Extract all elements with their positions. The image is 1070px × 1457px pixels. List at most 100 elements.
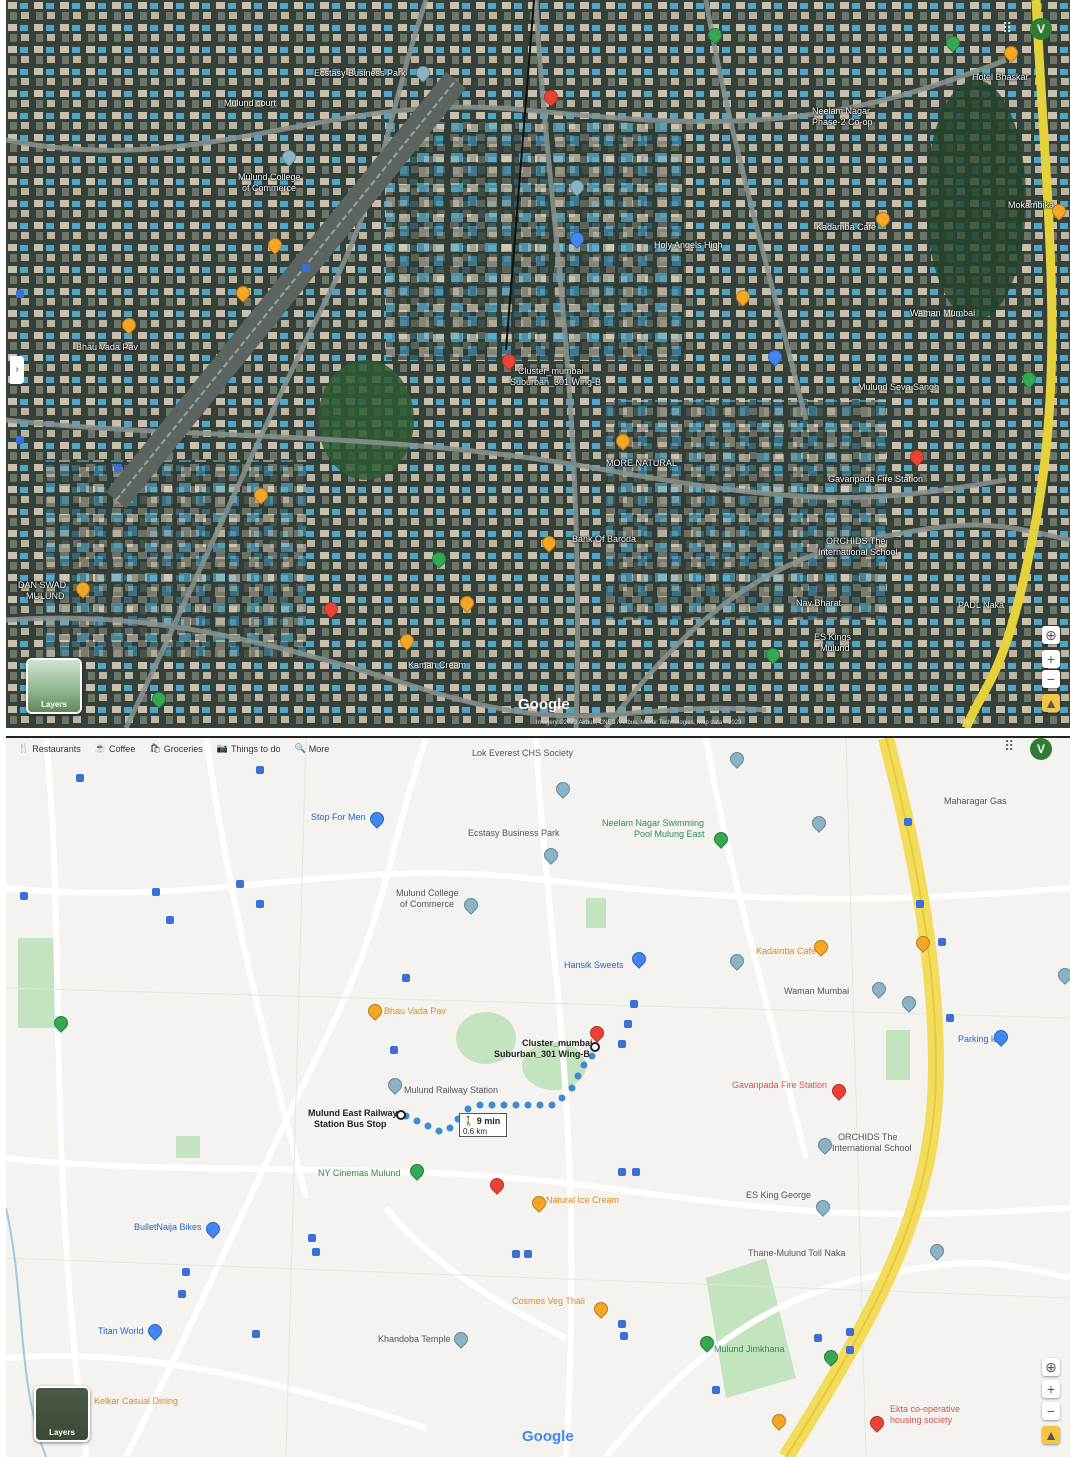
- bus-stop-icon[interactable]: [916, 900, 924, 908]
- bus-stop-origin-marker[interactable]: [396, 1110, 406, 1120]
- apps-grid-icon[interactable]: ⠿: [1004, 738, 1014, 754]
- satellite-place-label[interactable]: Suburban_301 Wing-B: [510, 377, 602, 387]
- account-avatar[interactable]: V: [1030, 18, 1052, 40]
- satellite-place-label[interactable]: Mulund Seva Sangh: [858, 382, 940, 392]
- bus-stop-icon[interactable]: [302, 264, 310, 272]
- satellite-place-label[interactable]: Waman Mumbai: [910, 308, 976, 318]
- road-place-label[interactable]: Parking lot: [958, 1034, 1001, 1044]
- satellite-place-label[interactable]: Ecstasy Business Park: [314, 68, 406, 78]
- satellite-place-label[interactable]: Neelam Nagar: [812, 106, 871, 116]
- road-place-label[interactable]: International School: [832, 1143, 912, 1153]
- satellite-place-label[interactable]: Bank Of Baroda: [572, 534, 637, 544]
- road-place-label[interactable]: Mulund Jimkhana: [714, 1344, 785, 1354]
- bus-stop-icon[interactable]: [814, 1334, 822, 1342]
- road-place-label[interactable]: Mulund Railway Station: [404, 1085, 499, 1095]
- bus-stop-icon[interactable]: [712, 1386, 720, 1394]
- road-place-label[interactable]: housing society: [890, 1415, 953, 1425]
- road-place-label[interactable]: Hansik Sweets: [564, 960, 624, 970]
- satellite-place-label[interactable]: Mokambika: [1008, 200, 1055, 210]
- category-chip-coffee[interactable]: ☕Coffee: [95, 743, 136, 754]
- road-place-label[interactable]: of Commerce: [400, 899, 455, 909]
- bus-stop-icon[interactable]: [904, 818, 912, 826]
- zoom-in-button[interactable]: +: [1042, 650, 1060, 668]
- bus-stop-icon[interactable]: [938, 938, 946, 946]
- road-place-label[interactable]: Bhau Vada Pav: [384, 1006, 446, 1016]
- road-place-label[interactable]: Kelkar Casual Dining: [94, 1396, 179, 1406]
- road-place-label[interactable]: Ecstasy Business Park: [468, 828, 560, 838]
- bus-stop-icon[interactable]: [114, 464, 122, 472]
- satellite-place-label[interactable]: MULUND: [26, 591, 65, 601]
- bus-stop-icon[interactable]: [630, 1000, 638, 1008]
- bus-stop-icon[interactable]: [166, 916, 174, 924]
- road-place-label[interactable]: Maharagar Gas: [944, 796, 1007, 806]
- bus-stop-icon[interactable]: [152, 888, 160, 896]
- road-place-label[interactable]: Cosmos Veg Thali: [512, 1296, 585, 1306]
- category-chip-more[interactable]: 🔍More: [295, 743, 330, 754]
- road-place-label[interactable]: Waman Mumbai: [784, 986, 850, 996]
- bus-stop-icon[interactable]: [256, 900, 264, 908]
- bus-stop-icon[interactable]: [846, 1328, 854, 1336]
- walking-time-badge[interactable]: 🚶 9 min 0.6 km: [459, 1113, 507, 1137]
- bus-stop-icon[interactable]: [252, 1330, 260, 1338]
- road-place-label[interactable]: Mulund College: [396, 888, 459, 898]
- bus-stop-icon[interactable]: [624, 1020, 632, 1028]
- road-place-label[interactable]: Titan World: [98, 1326, 144, 1336]
- category-chip-restaurants[interactable]: 🍴Restaurants: [18, 743, 81, 754]
- bus-stop-icon[interactable]: [512, 1250, 520, 1258]
- pegman-icon[interactable]: ▲: [1042, 694, 1060, 712]
- bus-stop-icon[interactable]: [632, 1168, 640, 1176]
- bus-stop-icon[interactable]: [618, 1320, 626, 1328]
- satellite-place-label[interactable]: Phase-2 Co-op: [812, 117, 873, 127]
- bus-stop-icon[interactable]: [182, 1268, 190, 1276]
- bus-stop-icon[interactable]: [846, 1346, 854, 1354]
- road-place-label[interactable]: ES King George: [746, 1190, 812, 1200]
- bus-stop-icon[interactable]: [620, 1332, 628, 1340]
- satellite-place-label[interactable]: PADL Naka: [958, 600, 1005, 610]
- satellite-place-label[interactable]: Mulund College: [238, 172, 301, 182]
- road-place-label[interactable]: Pool Mulung East: [634, 829, 705, 839]
- bus-stop-icon[interactable]: [524, 1250, 532, 1258]
- road-place-label[interactable]: Kadamba Cafe: [756, 946, 817, 956]
- zoom-in-button[interactable]: +: [1042, 1380, 1060, 1398]
- satellite-place-label[interactable]: Gavanpada Fire Station: [828, 474, 924, 484]
- category-chip-things-to-do[interactable]: 📷Things to do: [217, 743, 281, 754]
- bus-stop-icon[interactable]: [178, 1290, 186, 1298]
- zoom-out-button[interactable]: −: [1042, 1402, 1060, 1420]
- bus-stop-icon[interactable]: [312, 1248, 320, 1256]
- bus-stop-icon[interactable]: [402, 974, 410, 982]
- satellite-place-label[interactable]: ORCHIDS The: [826, 536, 886, 546]
- bus-stop-icon[interactable]: [390, 1046, 398, 1054]
- satellite-place-label[interactable]: MORE NATURAL: [606, 458, 677, 468]
- bus-stop-icon[interactable]: [618, 1040, 626, 1048]
- bus-stop-icon[interactable]: [16, 436, 24, 444]
- pegman-icon[interactable]: ▲: [1042, 1426, 1060, 1444]
- road-place-label[interactable]: Station Bus Stop: [314, 1119, 387, 1129]
- road-place-label[interactable]: Gavanpada Fire Station: [732, 1080, 828, 1090]
- satellite-place-label[interactable]: Cluster_mumbai: [518, 366, 584, 376]
- layers-button[interactable]: Layers: [26, 658, 82, 714]
- bus-stop-icon[interactable]: [618, 1168, 626, 1176]
- satellite-place-label[interactable]: International School: [818, 547, 898, 557]
- road-place-label[interactable]: Ekta co-operative: [890, 1404, 961, 1414]
- road-place-label[interactable]: Mulund East Railway: [308, 1108, 398, 1118]
- road-place-label[interactable]: Cluster_mumbai: [522, 1038, 593, 1048]
- recenter-button[interactable]: ⊕: [1042, 626, 1060, 644]
- bus-stop-icon[interactable]: [76, 774, 84, 782]
- road-place-label[interactable]: ORCHIDS The: [838, 1132, 898, 1142]
- road-place-label[interactable]: Natural Ice Cream: [546, 1195, 620, 1205]
- road-place-label[interactable]: Neelam Nagar Swimming: [602, 818, 705, 828]
- bus-stop-icon[interactable]: [946, 1014, 954, 1022]
- layers-button[interactable]: Layers: [34, 1386, 90, 1442]
- account-avatar[interactable]: V: [1030, 738, 1052, 760]
- road-place-label[interactable]: Stop For Men: [311, 812, 366, 822]
- map-attribution[interactable]: Imagery ©2023 Airbus, CNES / Airbus, Max…: [536, 720, 742, 726]
- apps-grid-icon[interactable]: ⠿: [1002, 20, 1012, 36]
- bus-stop-icon[interactable]: [236, 880, 244, 888]
- satellite-place-label[interactable]: Mulund: [820, 643, 850, 653]
- recenter-button[interactable]: ⊕: [1042, 1358, 1060, 1376]
- road-place-label[interactable]: Suburban_301 Wing-B: [494, 1049, 590, 1059]
- satellite-place-label[interactable]: Kadamba Cafe: [816, 222, 877, 232]
- bus-stop-icon[interactable]: [256, 766, 264, 774]
